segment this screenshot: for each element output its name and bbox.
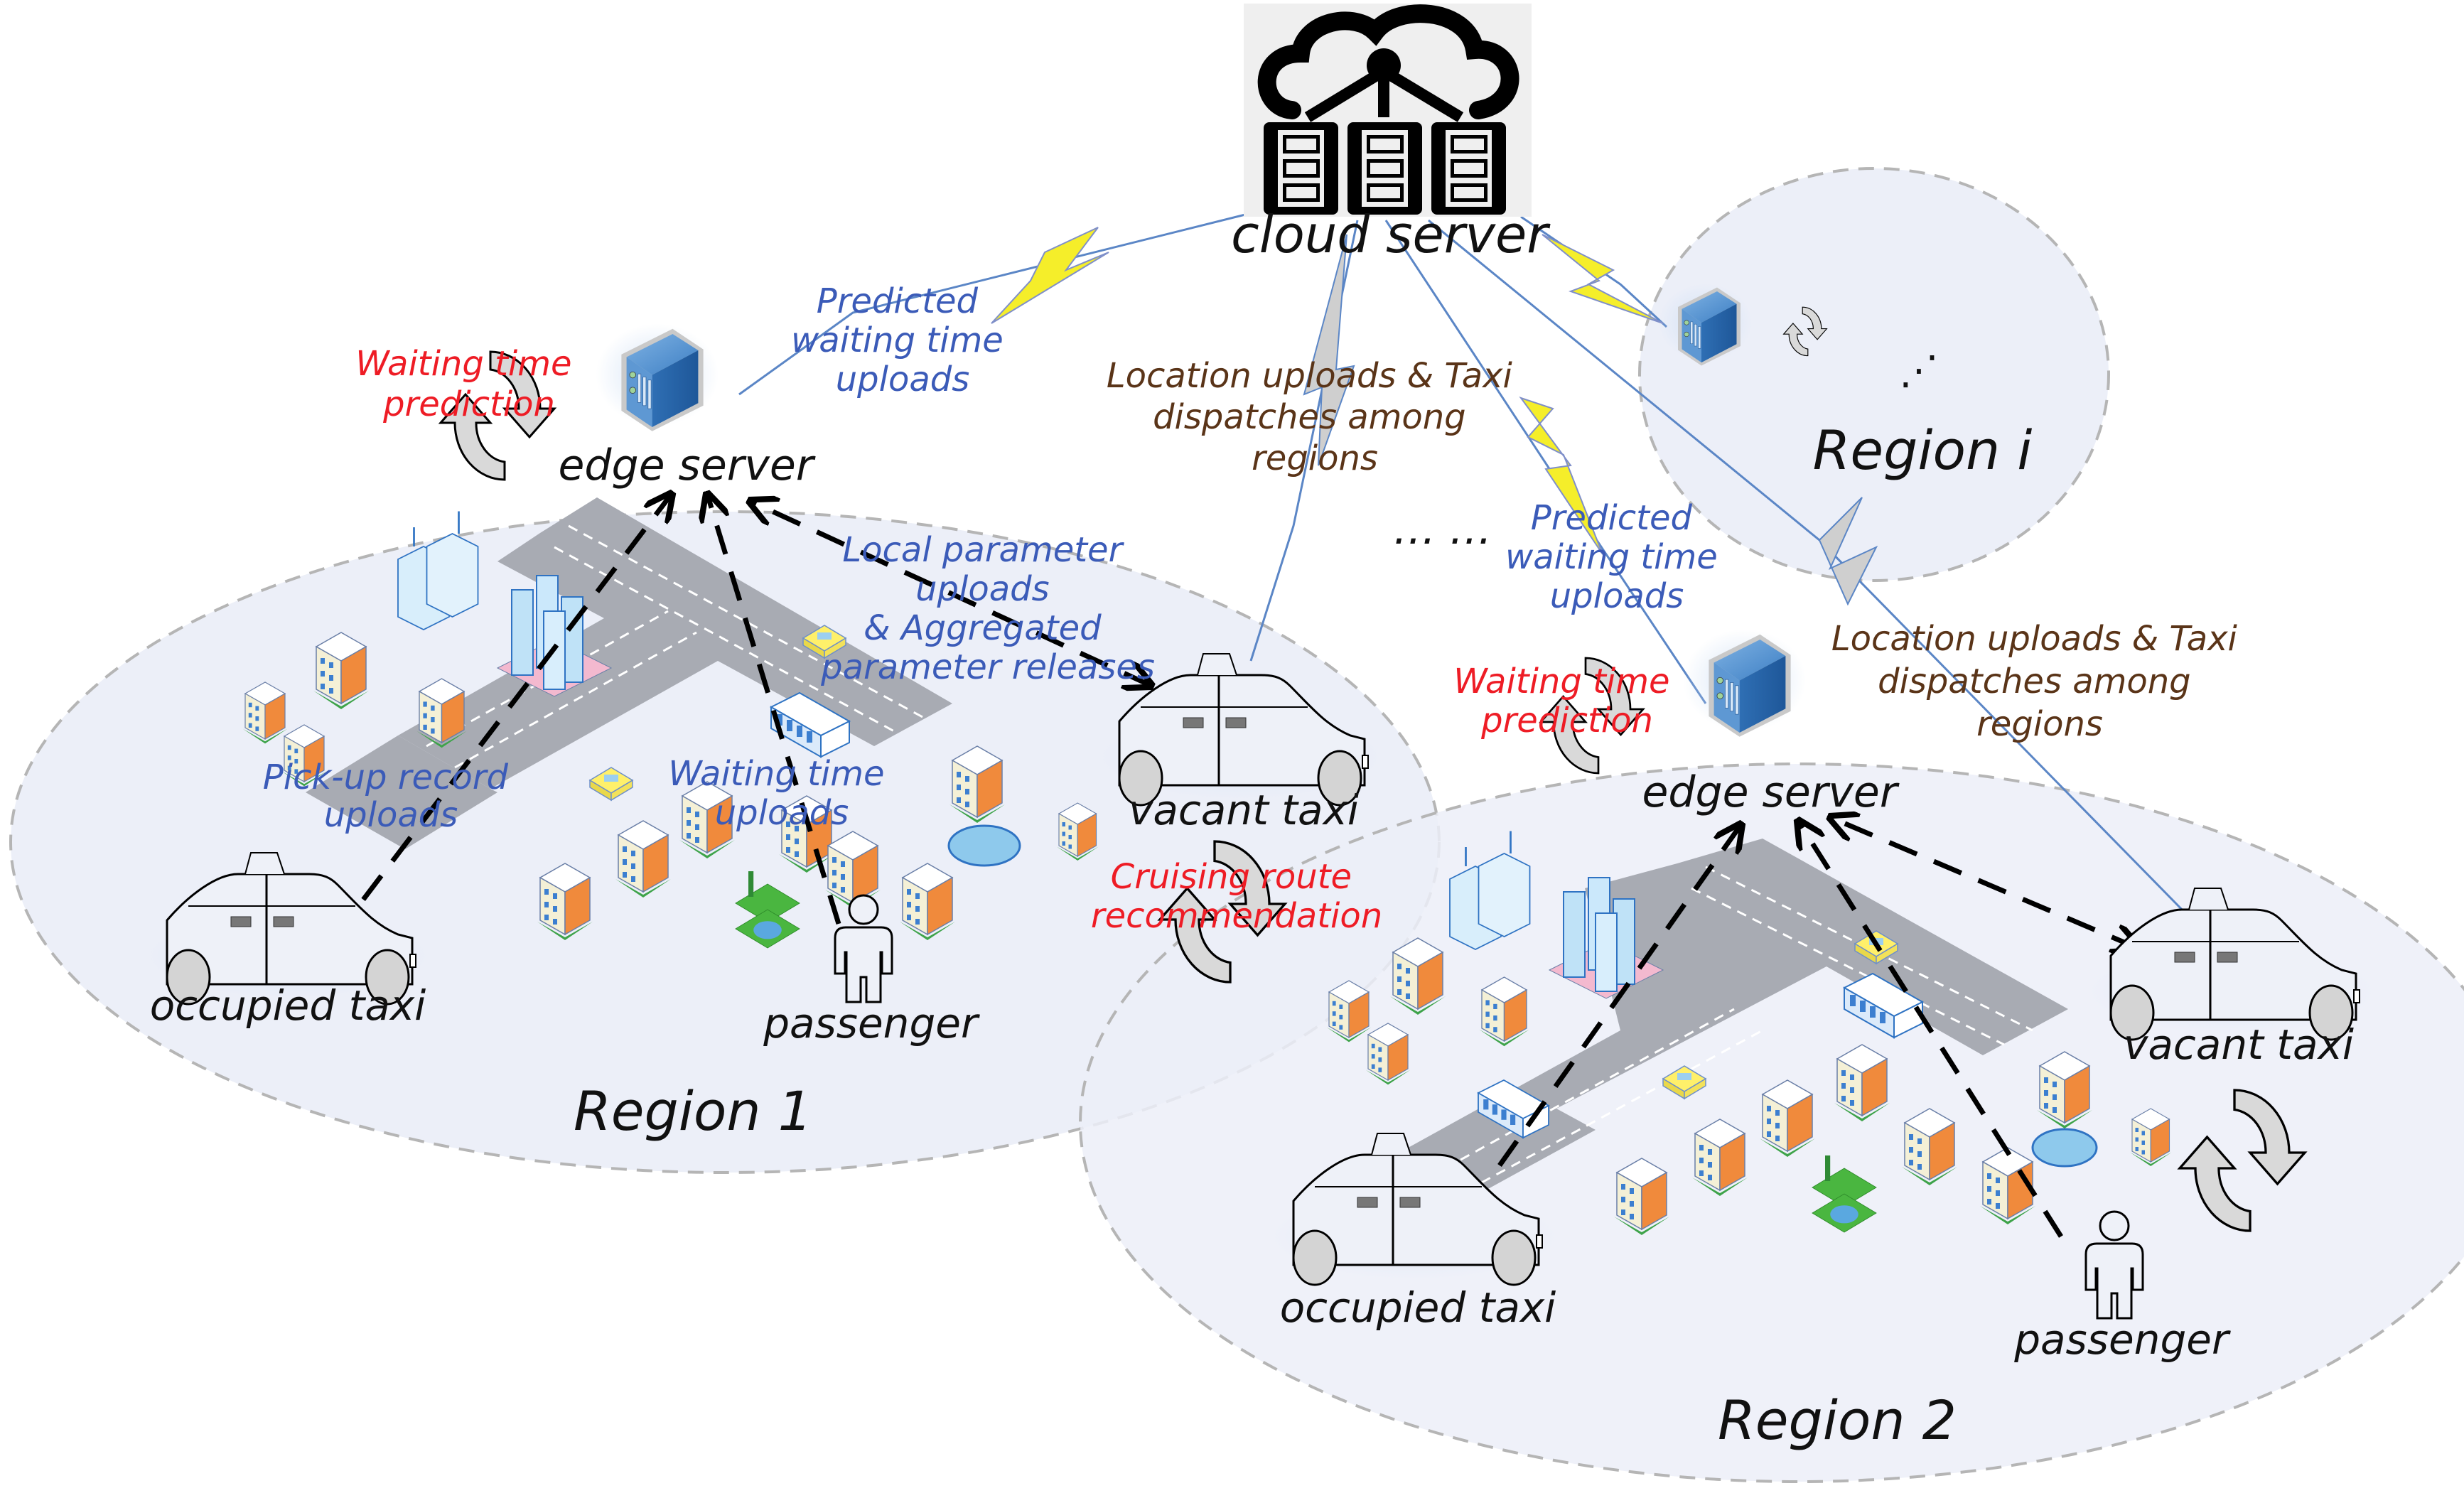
region-i-label: Region i [1813, 419, 2033, 482]
region-i-boundary [1638, 167, 2110, 582]
parameter-exchange-arrow [1830, 817, 2139, 949]
predicted-upload-label: Predicted waiting time uploads [1505, 498, 1728, 616]
edge-process-label: Waiting time prediction [355, 344, 583, 424]
bolt-icon [991, 227, 1109, 324]
bolt-icon [1818, 497, 1878, 606]
bolt-icon [1542, 234, 1664, 324]
cloud-dispatch-label: Location uploads & Taxi dispatches among… [1107, 356, 1523, 478]
local-parameter-label: Local parameter uploads & Aggregated par… [820, 530, 1155, 687]
region-i: ⋰ Region i [1658, 283, 2033, 482]
cloud-server-icon [1257, 4, 1519, 215]
region-2: Waiting time prediction edge server Pred… [1271, 498, 2375, 1452]
region-i-ellipsis: ⋰ [1899, 347, 1939, 394]
pickup-record-label: Pick-up record uploads [263, 758, 519, 835]
cloud-server-label: cloud server [1231, 205, 1551, 264]
region-1-label: Region 1 [574, 1079, 812, 1143]
cloud-server[interactable]: cloud server [1231, 4, 1551, 264]
passenger-label: passenger [763, 999, 980, 1047]
cloud-dispatch-label: Location uploads & Taxi dispatches among… [1831, 619, 2248, 744]
pickup-upload-arrow [1497, 824, 1741, 1168]
edge-server-icon[interactable] [596, 323, 719, 432]
occupied-taxi-label: occupied taxi [150, 981, 426, 1030]
bolt-icon [1303, 234, 1355, 466]
edge-process-label: Waiting time prediction [1453, 662, 1681, 740]
fountain-icon [2031, 1128, 2098, 1168]
waiting-time-upload-label: Waiting time uploads [668, 754, 895, 833]
bolt-icon [1519, 397, 1603, 555]
link-cloud-region-i [1520, 215, 1668, 328]
region-2-label: Region 2 [1718, 1389, 1957, 1452]
occupied-taxi-label: occupied taxi [1280, 1283, 1556, 1332]
predicted-upload-label: Predicted waiting time uploads [791, 281, 1014, 399]
regions-ellipsis: … … [1393, 505, 1492, 554]
fountain-icon [947, 824, 1021, 867]
region-i-area [1638, 167, 2110, 582]
cruising-route-label: Cruising route recommendation [1091, 857, 1382, 936]
edge-server-label: edge server [558, 441, 815, 490]
passenger-label: passenger [2013, 1315, 2231, 1364]
region-1: Waiting time prediction edge server Pred… [144, 281, 1523, 1143]
vacant-taxi-label: vacant taxi [1129, 786, 1359, 834]
link-cloud-edge1 [738, 212, 1252, 396]
edge-server-label: edge server [1642, 767, 1899, 817]
vacant-taxi-label: vacant taxi [2124, 1020, 2354, 1069]
waiting-upload-arrow [707, 494, 841, 925]
cloud-links [738, 212, 2190, 918]
edge-server-icon[interactable] [1683, 629, 1807, 738]
parameter-exchange-arrow [750, 501, 1151, 686]
